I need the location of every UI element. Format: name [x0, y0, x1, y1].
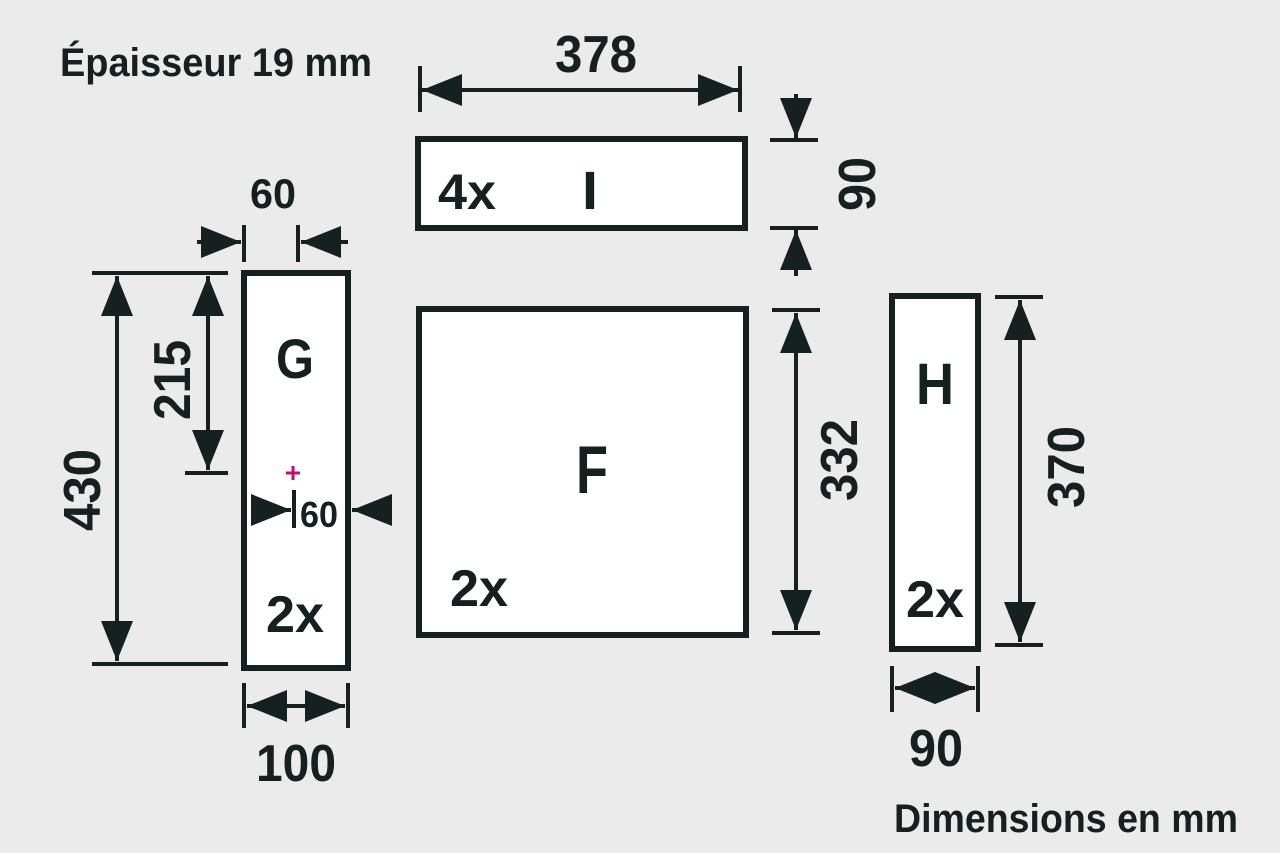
- piece-f-label: F: [576, 432, 608, 508]
- piece-h: H 2x: [889, 293, 981, 652]
- dimension-f-height-label: 332: [811, 419, 869, 501]
- dimension-g-top-width-label: 60: [250, 170, 296, 217]
- piece-i-qty: 4x: [438, 164, 496, 220]
- hole-offset-x-label: 60: [300, 494, 338, 535]
- dimension-g-width: 100: [242, 683, 350, 793]
- units-note: Dimensions en mm: [894, 797, 1238, 841]
- dimension-h-width: 90: [890, 666, 980, 778]
- dimension-i-width: 378: [418, 26, 742, 112]
- dimension-h-width-label: 90: [909, 720, 963, 778]
- piece-g: G 2x 60: [241, 270, 392, 671]
- piece-g-qty: 2x: [266, 586, 324, 644]
- thickness-title: Épaisseur 19 mm: [60, 40, 372, 85]
- dimension-i-height-label: 90: [829, 157, 887, 211]
- dimension-h-height: 370: [995, 295, 1096, 647]
- piece-g-label: G: [276, 327, 314, 390]
- dimension-g-height: 430: [54, 271, 228, 666]
- dimension-g-width-label: 100: [256, 735, 336, 793]
- piece-h-label: H: [916, 352, 954, 417]
- dimension-h-height-label: 370: [1038, 426, 1096, 508]
- piece-f: F 2x: [416, 306, 749, 638]
- dimension-g-hole-y-label: 215: [144, 340, 202, 420]
- dimension-i-width-label: 378: [555, 26, 637, 84]
- dimension-f-height: 332: [772, 308, 869, 635]
- dimension-g-height-label: 430: [54, 449, 112, 531]
- piece-h-qty: 2x: [906, 571, 964, 629]
- piece-f-qty: 2x: [450, 560, 508, 618]
- dimension-g-top-width: 60: [197, 170, 348, 262]
- hole-marker-icon: [286, 466, 300, 480]
- dimension-g-hole-y: 215: [144, 276, 228, 475]
- piece-i-label: I: [582, 161, 598, 221]
- piece-i: 4x I: [415, 136, 748, 231]
- dimension-i-height: 90: [770, 94, 887, 276]
